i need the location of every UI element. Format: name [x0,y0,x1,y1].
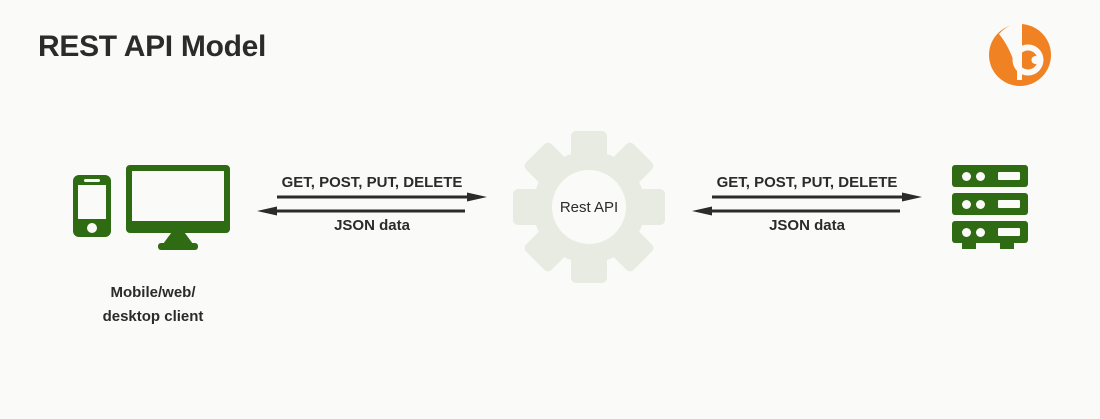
server-led [962,171,971,181]
server-drive-slot [998,200,1020,208]
server-drive-slot [998,172,1020,180]
server-led [976,199,985,209]
monitor-screen [132,171,224,221]
http-methods-label: GET, POST, PUT, DELETE [281,174,463,191]
http-methods-label: GET, POST, PUT, DELETE [716,174,898,191]
server-led [962,227,971,237]
flow-api-to-server: GET, POST, PUT, DELETE JSON data [690,173,924,235]
server-led [962,199,971,209]
json-data-label: JSON data [334,217,410,234]
server-foot [962,243,976,249]
flow-client-to-api: GET, POST, PUT, DELETE JSON data [255,173,489,235]
gear-icon [513,131,665,283]
rest-api-label: Rest API [559,198,619,216]
json-data-label: JSON data [769,217,845,234]
server-led [976,171,985,181]
server-stack-icon [952,193,1028,215]
bidirectional-arrows-icon [692,192,922,216]
server-led [976,227,985,237]
client-label-line2: desktop client [102,308,204,325]
page-title: REST API Model [38,30,267,63]
rest-api-node: Rest API [513,131,665,283]
server-foot [1000,243,1014,249]
brand-logo-icon [989,23,1051,86]
bidirectional-arrows-icon [257,192,487,216]
phone-speaker [84,179,100,182]
server-drive-slot [998,228,1020,236]
monitor-stand [163,233,193,244]
monitor-base [158,243,198,250]
server-stack-icon [952,165,1028,187]
desktop-monitor-icon [126,165,230,233]
phone-home-button [87,223,97,233]
phone-screen [78,185,106,219]
server-stack-icon [952,221,1028,243]
client-label: Mobile/web/ desktop client [78,281,228,329]
client-label-line1: Mobile/web/ [110,284,196,301]
mobile-phone-icon [73,175,111,237]
brand-logo [988,23,1052,87]
